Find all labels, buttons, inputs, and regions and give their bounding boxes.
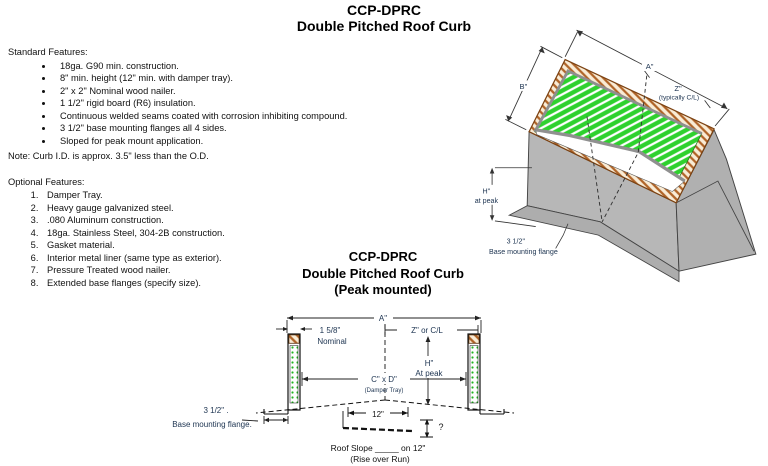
standard-features-list: 18ga. G90 min. construction. 8" min. hei…: [8, 60, 356, 148]
dim-h: [468, 167, 536, 228]
left-insulation: [289, 345, 299, 404]
page-title-line1: CCP-DPRC: [347, 2, 421, 18]
dim-cd-label: C" x D": [371, 375, 397, 384]
dim-a: [564, 29, 730, 127]
standard-features-heading: Standard Features:: [8, 47, 88, 57]
dim-h-section-label: H": [425, 359, 434, 368]
rise-over-run-label: (Rise over Run): [350, 454, 410, 464]
iso-diagram: B" A" Z" (typically C/L) H" at peak 3 1/…: [468, 29, 757, 283]
damper-tray-label: (Damper Tray): [365, 388, 404, 394]
section-title-line2: Double Pitched Roof Curb: [302, 266, 464, 281]
dim-nominal-sublabel: Nominal: [317, 337, 347, 346]
optional-features-list: Damper Tray. Heavy gauge galvanized stee…: [8, 189, 356, 289]
left-wood-nailer: [288, 334, 300, 344]
question-mark-label: ?: [438, 422, 443, 432]
list-item: Gasket material.: [41, 239, 356, 252]
list-item: Heavy gauge galvanized steel.: [41, 202, 356, 215]
right-insulation: [469, 345, 479, 404]
list-item: 2" x 2" Nominal wood nailer.: [54, 85, 356, 98]
dim-z-sublabel: (typically C/L): [659, 94, 699, 101]
dim-a-label: A": [646, 62, 654, 71]
list-item: Interior metal liner (same type as exter…: [41, 252, 356, 265]
list-item: 3 1/2" base mounting flanges all 4 sides…: [54, 122, 356, 135]
dim-a-section: [286, 315, 482, 333]
list-item: Pressure Treated wood nailer.: [41, 264, 356, 277]
optional-features-heading: Optional Features:: [8, 176, 85, 187]
list-item: Continuous welded seams coated with corr…: [54, 110, 356, 123]
list-item: 18ga. G90 min. construction.: [54, 60, 356, 73]
dim-flange: [241, 416, 289, 424]
left-curb-wall: [263, 333, 301, 415]
page-title-line2: Double Pitched Roof Curb: [296, 18, 472, 34]
dim-twelve: [342, 407, 433, 438]
flange-sublabel: Base mounting flange: [489, 248, 558, 256]
right-wood-nailer: [468, 334, 480, 344]
dim-b-label: B": [520, 82, 528, 91]
page-title: CCP-DPRC Double Pitched Roof Curb: [184, 2, 584, 34]
dim-a-section-label: A": [379, 314, 387, 323]
roof-slope-dashed: [255, 399, 515, 414]
dim-cd: [301, 372, 467, 386]
list-item: Sloped for peak mount application.: [54, 135, 356, 148]
section-title-line3: (Peak mounted): [334, 282, 432, 297]
section-title-line1: CCP-DPRC: [349, 249, 418, 264]
section-diagram: CCP-DPRC Double Pitched Roof Curb (Peak …: [172, 249, 515, 464]
list-item: Extended base flanges (specify size).: [41, 277, 356, 290]
dim-h-section: [425, 336, 431, 405]
roof-slope-label: Roof Slope _____ on 12": [331, 443, 426, 453]
dim-h-sublabel: at peak: [475, 197, 499, 205]
list-item: 1 1/2" rigid board (R6) insulation.: [54, 97, 356, 110]
flange-section-label: 3 1/2" .: [203, 406, 228, 415]
dim-h-label: H": [483, 187, 491, 195]
flange-section-sublabel: Base mounting flange.: [172, 420, 252, 429]
list-item: Damper Tray.: [41, 189, 356, 202]
list-item: 18ga. Stainless Steel, 304-2B constructi…: [41, 227, 356, 240]
centerline-dashed: [586, 75, 648, 223]
insulation-top: [533, 69, 703, 192]
curb-id-note: Note: Curb I.D. is approx. 3.5" less tha…: [8, 151, 209, 161]
dim-twelve-label: 12": [372, 410, 384, 419]
list-item: 8" min. height (12" min. with damper tra…: [54, 72, 356, 85]
right-curb-wall: [467, 333, 505, 415]
dim-cd-bg: [360, 373, 408, 384]
dim-h-section-sublabel: At peak: [415, 369, 443, 378]
features-block: Standard Features: 18ga. G90 min. constr…: [8, 46, 356, 289]
section-title: CCP-DPRC Double Pitched Roof Curb (Peak …: [302, 249, 464, 297]
dim-nominal: [276, 327, 312, 331]
dim-z-label: Z": [674, 84, 682, 93]
dim-nominal-label: 1 5/8": [320, 326, 341, 335]
flange-leader: [555, 223, 569, 249]
list-item: .080 Aluminum construction.: [41, 214, 356, 227]
flange-label: 3 1/2": [507, 238, 526, 246]
dim-z-section-label: Z" or C/L: [411, 326, 443, 335]
dim-b: [505, 45, 563, 131]
